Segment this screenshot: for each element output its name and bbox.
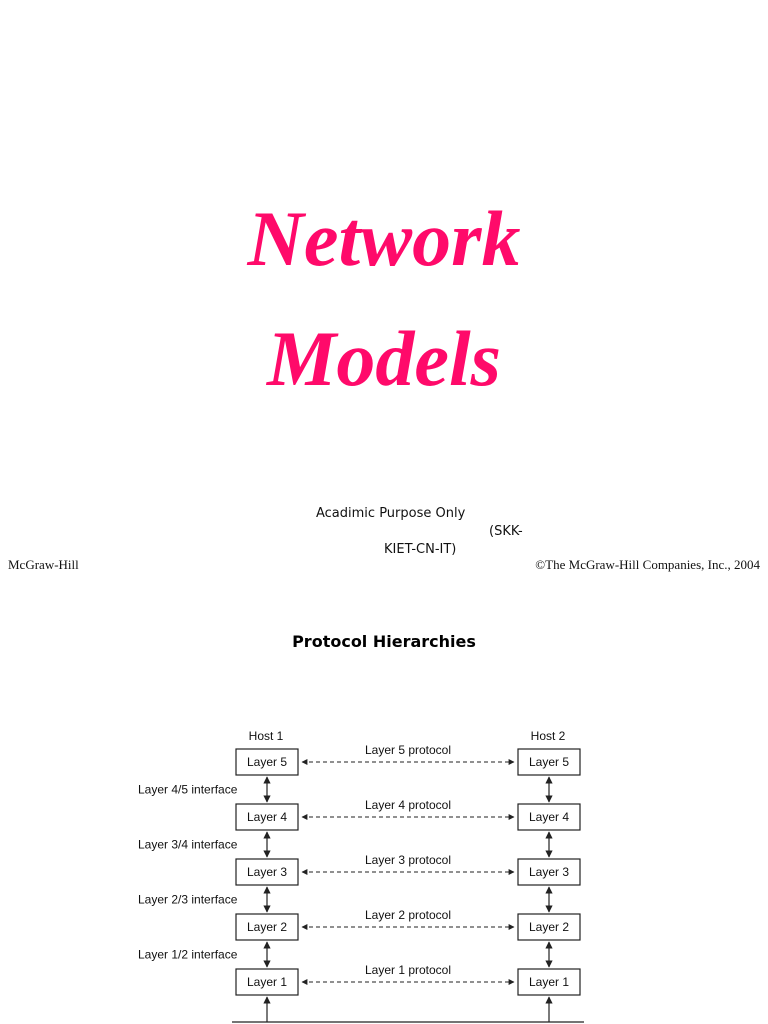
host-1-layer-1-box: [235, 968, 299, 996]
host-2-layer-2-label: Layer 2: [529, 920, 569, 934]
layer-1-protocol-label: Layer 1 protocol: [365, 963, 451, 977]
slide-title-line-1: Network: [247, 195, 521, 282]
footer-copyright: ©The McGraw-Hill Companies, Inc., 2004: [535, 557, 760, 572]
host-1-layer-5-box: [235, 748, 299, 776]
layer-4-protocol-label: Layer 4 protocol: [365, 798, 451, 812]
host-2-layer-5-box: [517, 748, 581, 776]
host-2-layer-5-label: Layer 5: [529, 755, 569, 769]
layer-1-2-interface-label: Layer 1/2 interface: [138, 948, 238, 962]
host-1-layer-4-box: [235, 803, 299, 831]
layer-3-protocol-label: Layer 3 protocol: [365, 853, 451, 867]
host-2-layer-3-box: [517, 858, 581, 886]
host-2-layer-1-box: [517, 968, 581, 996]
host-1-layer-4-label: Layer 4: [247, 810, 287, 824]
footer-publisher: McGraw-Hill: [8, 557, 79, 572]
host-1-layer-1-label: Layer 1: [247, 975, 287, 989]
host-1-layer-5-label: Layer 5: [247, 755, 287, 769]
host-2-layer-4-box: [517, 803, 581, 831]
host-2-layer-1-label: Layer 1: [529, 975, 569, 989]
host-1-label: Host 1: [249, 729, 284, 743]
host-1-layer-2-label: Layer 2: [247, 920, 287, 934]
host-2-layer-2-box: [517, 913, 581, 941]
host-2-layer-4-label: Layer 4: [529, 810, 569, 824]
layer-3-4-interface-label: Layer 3/4 interface: [138, 838, 238, 852]
host-2-label: Host 2: [531, 729, 566, 743]
layer-4-5-interface-label: Layer 4/5 interface: [138, 783, 238, 797]
purpose-note-line-1: Acadimic Purpose Only: [316, 506, 466, 521]
host-2-layer-3-label: Layer 3: [529, 865, 569, 879]
layer-2-3-interface-label: Layer 2/3 interface: [138, 893, 238, 907]
section-heading: Protocol Hierarchies: [292, 632, 476, 651]
host-1-layer-3-box: [235, 858, 299, 886]
purpose-note-line-2: (SKK-: [489, 524, 523, 539]
host-1-layer-3-label: Layer 3: [247, 865, 287, 879]
layer-5-protocol-label: Layer 5 protocol: [365, 743, 451, 757]
slide-title-line-2: Models: [267, 315, 501, 402]
purpose-note-line-3: KIET-CN-IT): [384, 542, 457, 557]
host-1-layer-2-box: [235, 913, 299, 941]
layer-2-protocol-label: Layer 2 protocol: [365, 908, 451, 922]
